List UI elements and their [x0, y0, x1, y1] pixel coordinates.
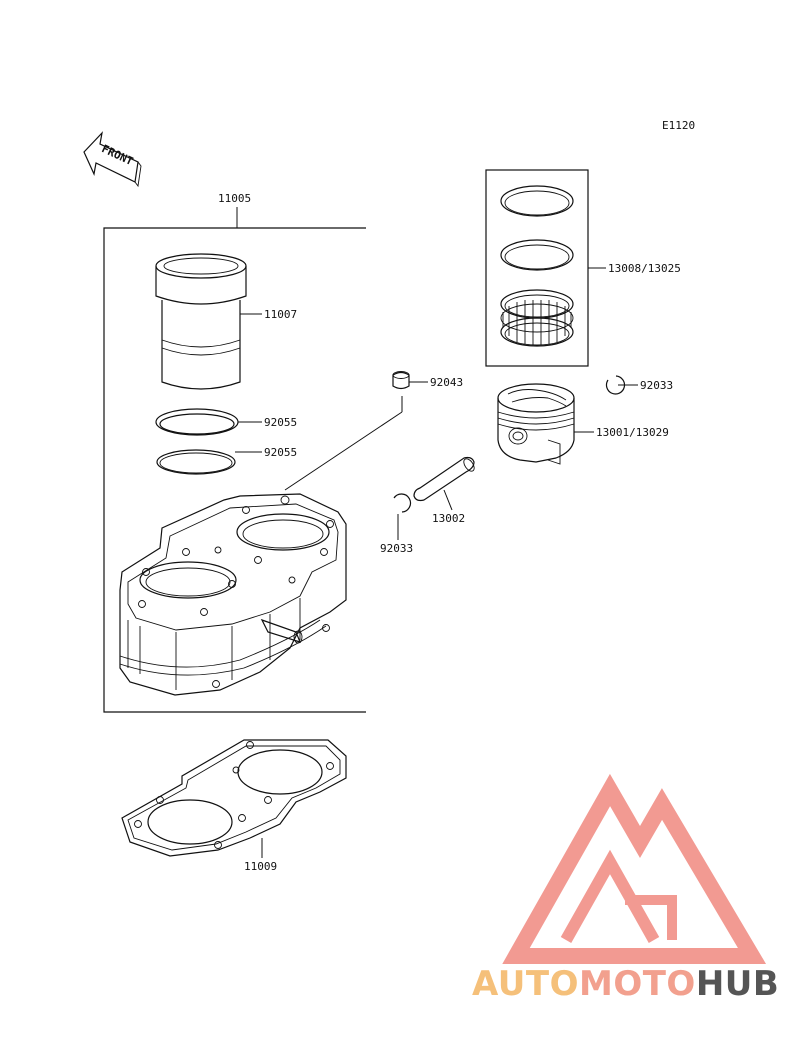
label-o-ring-upper: 92055 [264, 416, 297, 429]
base-gasket: 11009 [121, 739, 347, 873]
watermark-part-moto: MOTO [579, 964, 696, 1004]
label-piston: 13001/13029 [596, 426, 669, 439]
piston-pin: 13002 [413, 456, 475, 525]
piston-ring-set: 13008/13025 [485, 169, 681, 367]
automotohub-logo: AUTOMOTOHUB [472, 773, 779, 1004]
label-cylinder-assembly: 11005 [218, 192, 251, 205]
label-piston-ring-set: 13008/13025 [608, 262, 681, 275]
label-piston-pin: 13002 [432, 512, 465, 525]
diagram-code: E1120 [662, 119, 695, 132]
dowel-pin: 92043 [392, 371, 463, 390]
o-ring-lower: 92055 [156, 446, 297, 475]
label-dowel-pin: 92043 [430, 376, 463, 389]
svg-text:AUTOMOTOHUB: AUTOMOTOHUB [472, 964, 779, 1004]
label-circlip-right: 92033 [640, 379, 673, 392]
cylinder-block [119, 396, 403, 696]
front-arrow-icon: FRONT [83, 131, 142, 188]
circlip-left: 92033 [380, 493, 413, 555]
o-ring-upper: 92055 [155, 408, 297, 436]
cylinder-assembly-box: 11005 [103, 192, 366, 713]
label-o-ring-lower: 92055 [264, 446, 297, 459]
watermark-part-hub: HUB [696, 964, 779, 1004]
label-base-gasket: 11009 [244, 860, 277, 873]
circlip-right: 92033 [605, 375, 673, 395]
watermark-part-auto: AUTO [472, 964, 579, 1004]
label-circlip-left: 92033 [380, 542, 413, 555]
label-cylinder-liner: 11007 [264, 308, 297, 321]
cylinder-liner: 11007 [155, 253, 297, 390]
piston: 13001/13029 [497, 383, 669, 465]
